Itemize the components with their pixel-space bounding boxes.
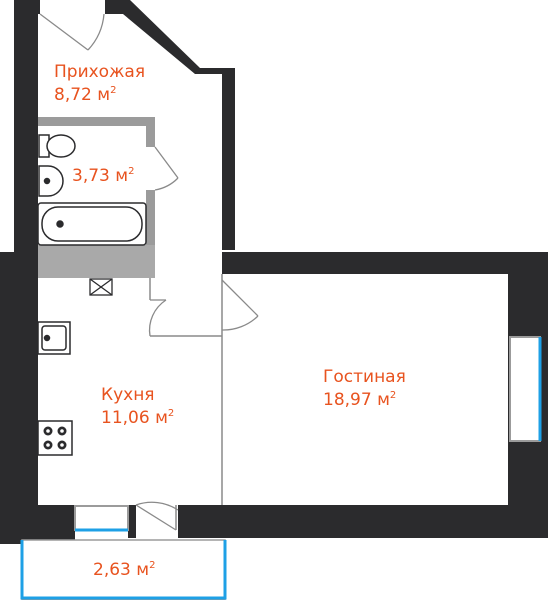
partitions — [149, 274, 223, 530]
hall-name: Прихожая — [54, 62, 145, 82]
stove-icon — [37, 420, 73, 456]
living-window — [509, 336, 542, 442]
balcony — [20, 539, 227, 600]
bathtub-icon — [37, 202, 147, 246]
living-name: Гостиная — [323, 367, 406, 387]
kitchen-name: Кухня — [101, 385, 155, 405]
kitchen-window — [74, 505, 129, 532]
hall-area: 8,72 м2 — [54, 85, 116, 105]
living-area: 18,97 м2 — [323, 390, 396, 410]
sink-icon — [38, 165, 64, 197]
toilet-icon — [38, 134, 76, 158]
kitchen-area: 11,06 м2 — [101, 408, 174, 428]
doors — [39, 13, 259, 531]
kitchen-sink-icon — [37, 321, 71, 355]
bath-area: 3,73 м2 — [72, 166, 134, 186]
balcony-area: 2,63 м2 — [93, 560, 155, 580]
bathroom-zone — [33, 117, 155, 278]
vent-icon — [89, 278, 113, 296]
